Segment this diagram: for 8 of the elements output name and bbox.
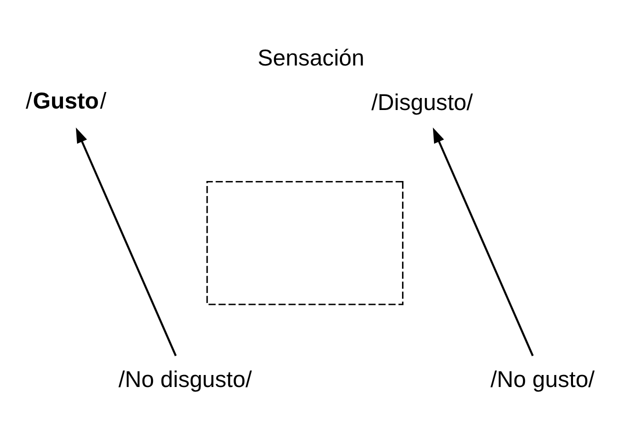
diagram-title: Sensación: [258, 44, 364, 70]
arrow: [432, 126, 534, 356]
node-box: [206, 180, 404, 305]
node-text: /Gusto/: [26, 87, 106, 114]
node-text: /No gusto/: [490, 366, 595, 392]
node-text: /Disgusto/: [371, 88, 473, 114]
node-text: /No disgusto/: [118, 366, 252, 392]
arrow: [76, 126, 177, 356]
